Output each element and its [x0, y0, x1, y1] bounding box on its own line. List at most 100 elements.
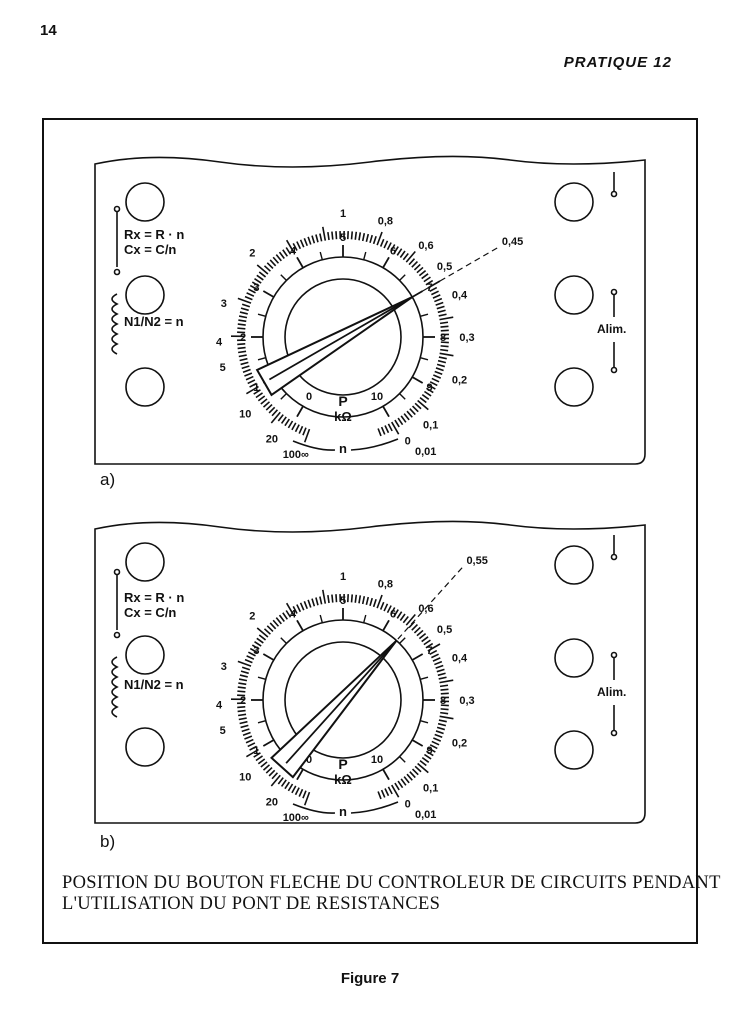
- n-scale-tick: [432, 657, 441, 662]
- n-scale-tick: [299, 602, 305, 611]
- n-scale-tick: [429, 744, 438, 750]
- n-scale-tick: [319, 596, 323, 605]
- n-scale-tick: [263, 628, 271, 635]
- pointer-knob: [255, 296, 413, 397]
- p-scale-tick: [280, 274, 287, 281]
- n-scale-label: 5: [220, 362, 226, 374]
- n-scale-tick: [396, 611, 403, 619]
- p-scale-label: 7: [427, 645, 433, 657]
- p-scale-label: 1: [253, 382, 259, 394]
- n-scale-tick: [425, 279, 434, 286]
- terminal: [113, 568, 121, 576]
- n-scale-label: 20: [266, 434, 278, 446]
- n-scale-tick: [240, 670, 249, 675]
- n-scale-tick: [245, 748, 259, 758]
- n-scale-label: 10: [239, 771, 251, 783]
- n-arc: [292, 438, 399, 451]
- n-scale-tick: [239, 357, 248, 362]
- n-scale-tick: [319, 233, 323, 242]
- n-scale-tick: [399, 613, 406, 621]
- n-scale-tick: [418, 269, 427, 277]
- n-scale-tick: [315, 234, 319, 243]
- pointer-extension-line: [397, 565, 464, 640]
- formula-n: N1/N2 = n: [124, 677, 184, 692]
- n-scale-tick: [431, 653, 439, 659]
- n-scale-tick: [291, 422, 297, 431]
- n-scale-tick: [438, 676, 447, 680]
- n-scale-label: 1: [340, 571, 346, 583]
- n-scale-label: 2: [249, 610, 255, 622]
- n-scale-tick: [331, 231, 334, 240]
- n-scale-tick: [403, 776, 410, 784]
- n-scale-label: 0,01: [415, 809, 436, 821]
- p-scale-tick: [319, 614, 323, 623]
- unit-label: kΩ: [334, 409, 352, 424]
- n-scale-tick: [421, 393, 430, 400]
- n-scale-tick: [315, 597, 319, 606]
- n-scale-label: 100∞: [283, 812, 309, 824]
- n-scale-tick: [403, 413, 410, 421]
- p-scale-tick: [411, 376, 424, 384]
- n-scale-tick: [411, 768, 419, 776]
- knob-disc: [284, 278, 402, 396]
- n-scale-tick: [246, 655, 255, 660]
- n-scale-tick: [277, 414, 284, 422]
- p-scale-label: 4: [290, 245, 297, 257]
- n-scale-tick: [434, 660, 443, 666]
- n-scale-tick: [365, 233, 370, 243]
- p-scale-label: 6: [390, 245, 396, 257]
- p-scale-label: 10: [371, 754, 383, 766]
- n-scale-tick: [411, 623, 418, 631]
- jack-right: [554, 182, 594, 222]
- n-scale-tick: [238, 350, 247, 354]
- n-scale-tick: [237, 323, 246, 326]
- n-scale-tick: [437, 359, 447, 364]
- p-scale-tick: [420, 357, 429, 361]
- n-scale-label: 4: [216, 336, 223, 348]
- n-scale-tick: [405, 613, 416, 626]
- n-scale-tick: [237, 690, 246, 693]
- jack-left: [125, 727, 165, 767]
- p-scale-tick: [411, 653, 424, 661]
- n-scale-tick: [237, 327, 246, 330]
- n-scale-tick: [408, 621, 416, 629]
- n-scale-tick: [380, 426, 386, 435]
- n-scale-tick: [278, 614, 285, 623]
- n-scale-tick: [408, 258, 416, 266]
- n-scale-tick: [423, 639, 431, 646]
- n-scale-tick: [354, 594, 358, 603]
- p-scale-label: 2: [240, 332, 246, 344]
- page-number: 14: [40, 22, 57, 39]
- n-scale-tick: [271, 409, 279, 417]
- n-scale-tick: [298, 425, 304, 434]
- n-scale-tick: [440, 708, 449, 711]
- n-scale-label: 0,8: [378, 215, 393, 227]
- n-scale-tick: [400, 415, 407, 423]
- n-scale-tick: [390, 244, 396, 252]
- n-scale-tick: [237, 706, 246, 709]
- terminal: [610, 651, 618, 659]
- figure-frame: [42, 118, 698, 944]
- n-scale-tick: [238, 678, 248, 682]
- n-scale-tick: [387, 423, 393, 432]
- n-scale-tick: [426, 387, 434, 394]
- n-scale-tick: [240, 724, 249, 729]
- p-scale-tick: [411, 739, 424, 747]
- n-scale-label: 10: [239, 408, 251, 420]
- n-scale-tick: [397, 780, 404, 789]
- n-scale-label: 0,3: [459, 695, 474, 707]
- n-scale-tick: [379, 601, 385, 610]
- n-scale-tick: [292, 606, 298, 614]
- n-scale-tick: [413, 263, 421, 271]
- transformer-coil-icon: [111, 293, 119, 355]
- n-scale-tick: [248, 651, 256, 657]
- pointer-ridge: [268, 296, 413, 381]
- n-scale-tick: [254, 640, 262, 647]
- n-scale-tick: [244, 735, 253, 740]
- n-scale-tick: [358, 232, 362, 241]
- n-scale-tick: [439, 352, 454, 357]
- n-label: n: [339, 441, 347, 456]
- jack-left: [125, 182, 165, 222]
- panel-b-label: b): [100, 832, 116, 851]
